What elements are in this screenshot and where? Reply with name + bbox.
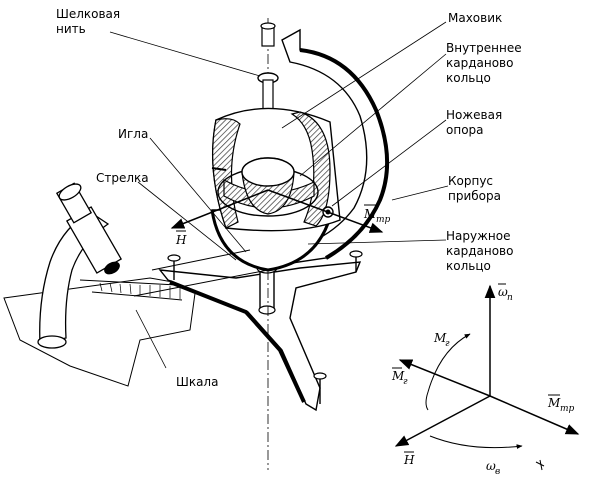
pointer: [151, 249, 251, 271]
symbol-M-g-left-sub: г: [403, 377, 408, 387]
symbol-M-g-upper: M: [433, 331, 447, 345]
arc-omega-v: [429, 435, 523, 450]
label-thread-2: нить: [56, 22, 86, 36]
vector-diagram: [394, 284, 580, 471]
vector-M-tr-main: [267, 189, 384, 233]
label-knife-2: опора: [446, 123, 484, 137]
text-labels: Шелковая нить Маховик Внутреннее кардано…: [56, 7, 522, 389]
magnifier: [37, 182, 123, 349]
label-scale: Шкала: [176, 375, 218, 389]
label-pointer: Стрелка: [96, 171, 149, 185]
label-thread-1: Шелковая: [56, 7, 120, 21]
symbol-M-tr-main: M: [363, 207, 377, 221]
label-outer-ring-3: кольцо: [446, 259, 491, 273]
symbol-M-tr-main-sub: тр: [376, 215, 391, 225]
symbol-M-tr-vec: M: [547, 396, 561, 410]
axis-M-tr: [489, 395, 580, 435]
instrument-housing: [267, 28, 390, 267]
vector-symbols: H M тр ω п M г M г M тр H ω в: [175, 204, 575, 477]
axis-M-g: [398, 359, 491, 397]
instrument-base: [158, 250, 363, 412]
symbol-H-main: H: [175, 233, 187, 247]
axis-H: [394, 395, 491, 447]
label-needle: Игла: [118, 127, 148, 141]
flywheel: [241, 157, 295, 215]
label-outer-ring-1: Наружное: [446, 229, 510, 243]
label-housing-1: Корпус: [448, 174, 493, 188]
symbol-H-vec: H: [403, 453, 415, 467]
symbol-M-g-upper-sub: г: [445, 339, 450, 349]
symbol-omega-v-sub: в: [495, 467, 500, 477]
symbol-omega-p: ω: [498, 285, 508, 299]
arc-M-g: [425, 333, 471, 411]
label-inner-ring-2: карданово: [446, 56, 513, 70]
needle: [133, 269, 269, 297]
leader-lines: [109, 21, 449, 369]
label-outer-ring-2: карданово: [446, 244, 513, 258]
label-housing-2: прибора: [448, 189, 501, 203]
label-inner-ring-1: Внутреннее: [446, 41, 522, 55]
symbol-M-g-left: M: [391, 369, 405, 383]
symbol-omega-p-sub: п: [507, 293, 513, 303]
label-flywheel: Маховик: [448, 11, 502, 25]
scale-sheet: [3, 277, 197, 387]
label-inner-ring-3: кольцо: [446, 71, 491, 85]
symbol-M-tr-vec-sub: тр: [560, 404, 575, 414]
symbol-omega-v: ω: [486, 459, 496, 473]
label-knife-1: Ножевая: [446, 108, 502, 122]
